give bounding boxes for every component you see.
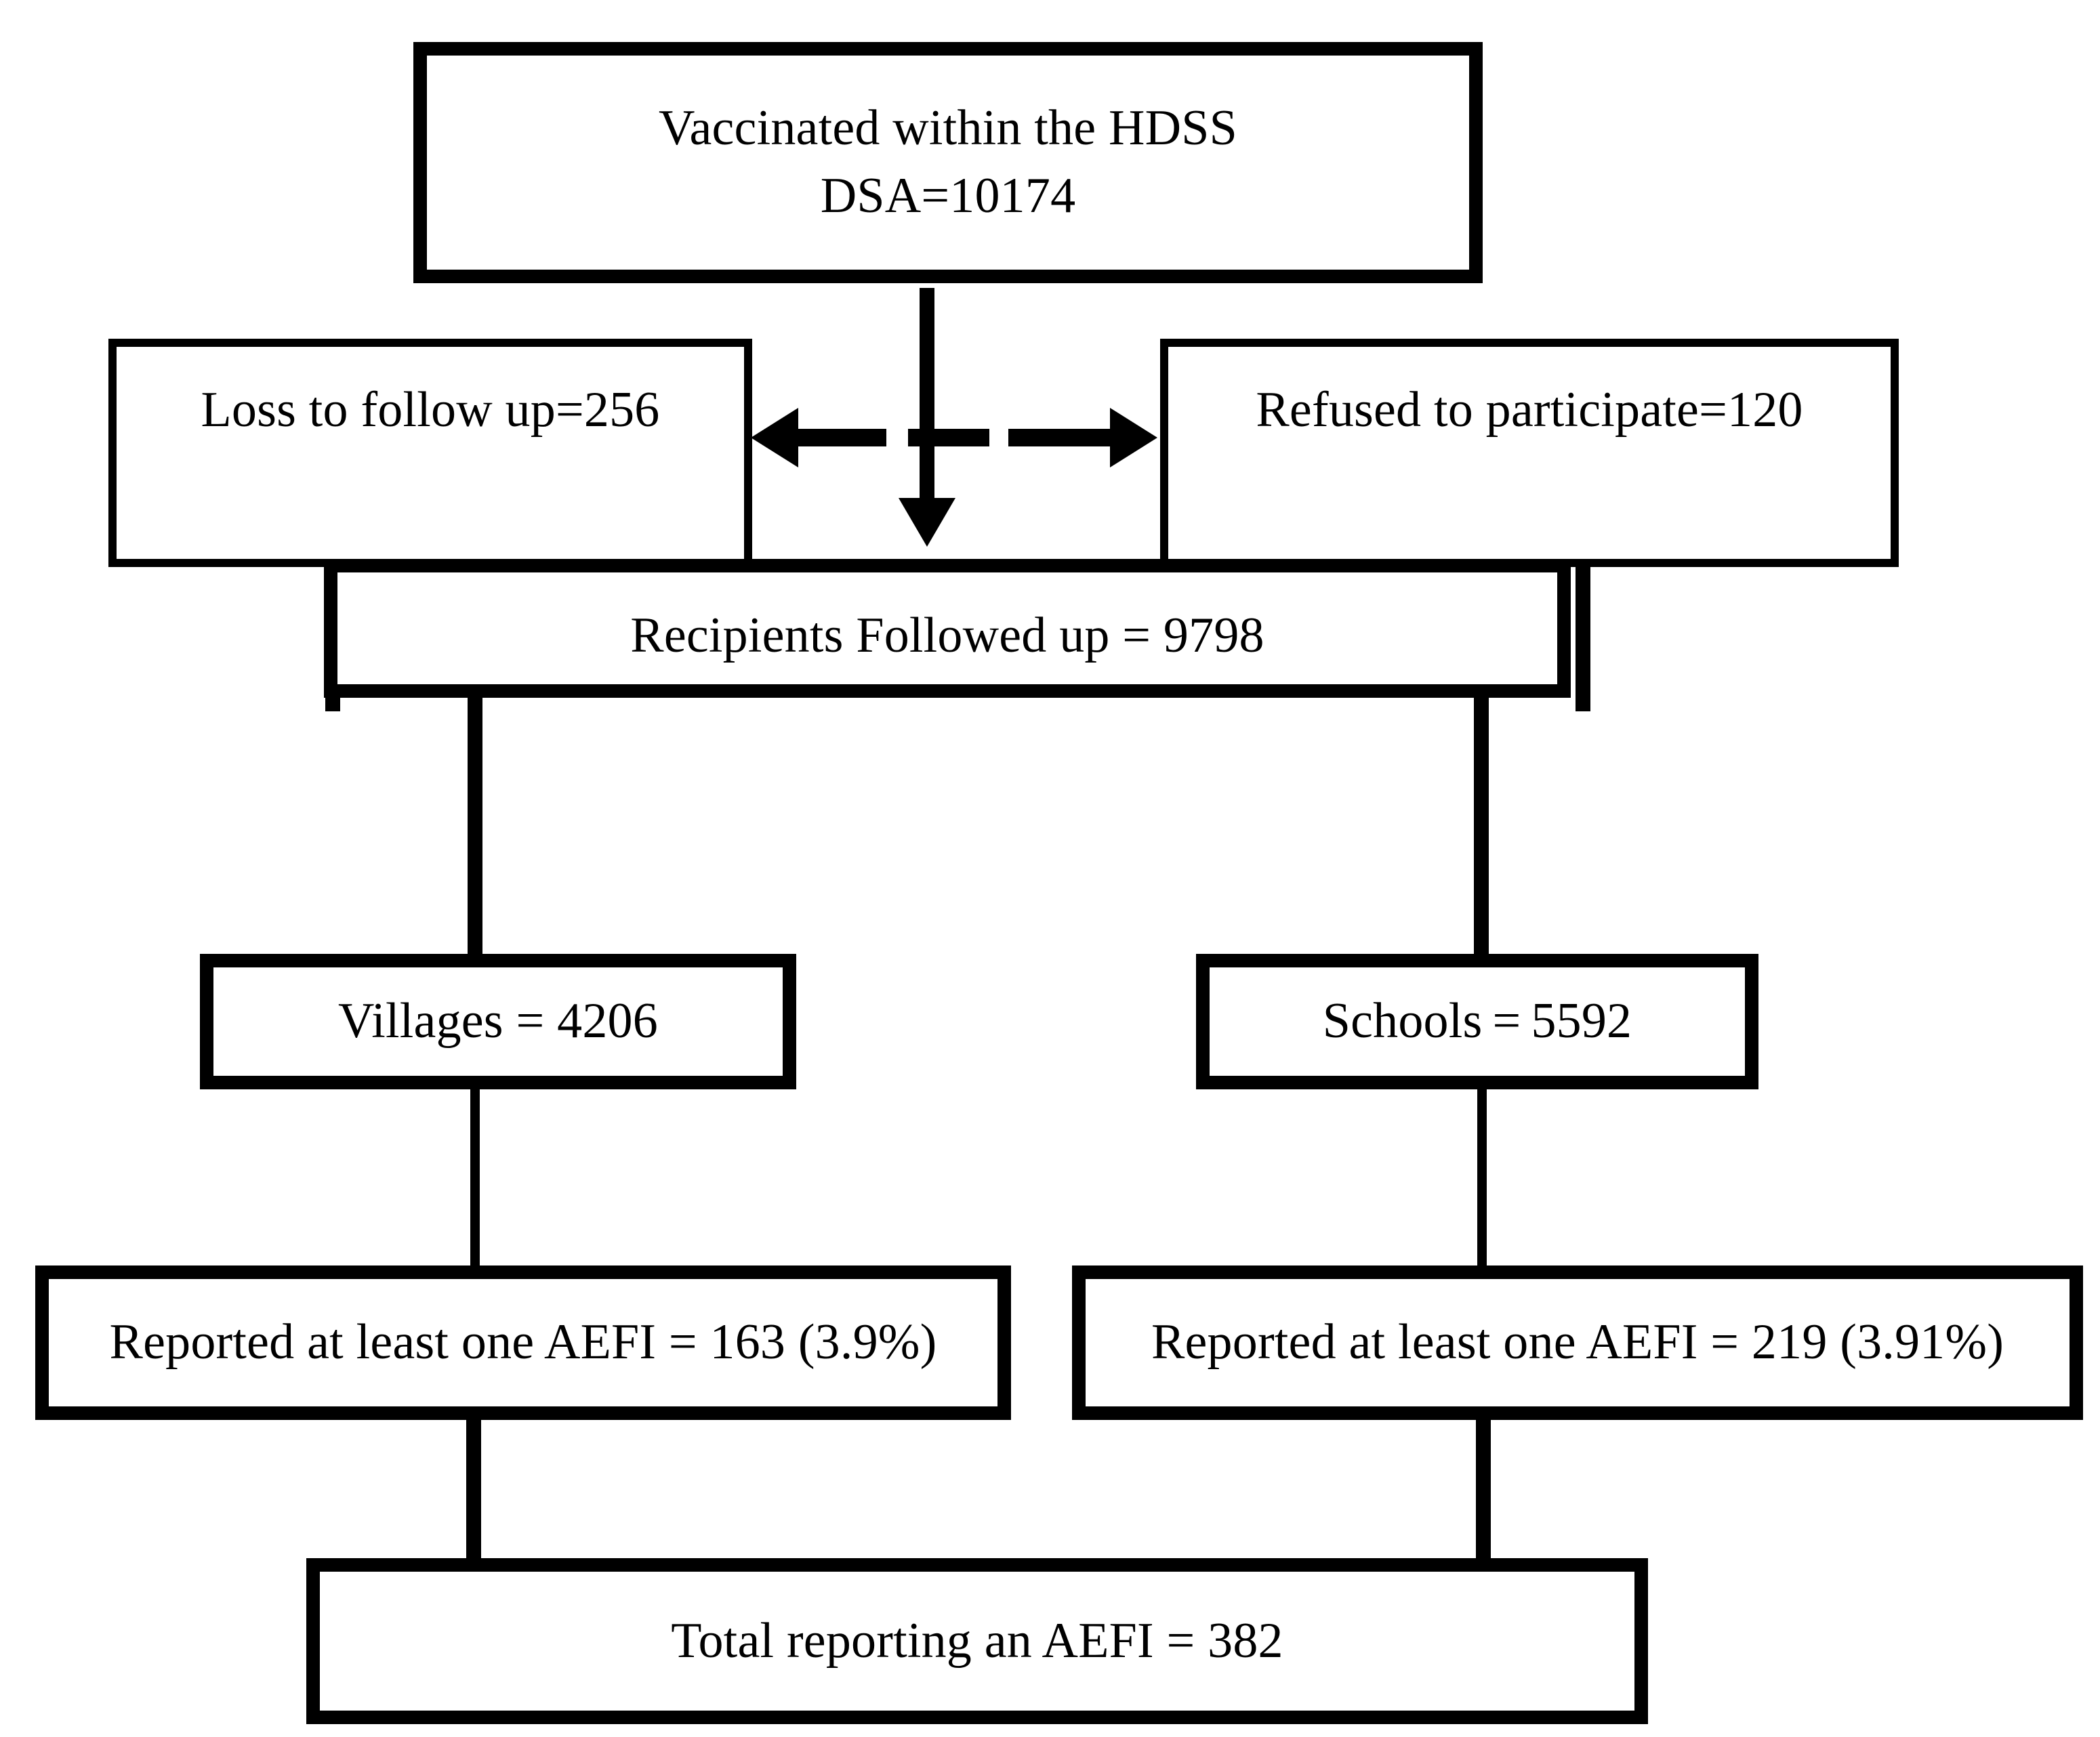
node-loss-to-follow-up[interactable]: Loss to follow up=256 [108,339,752,567]
connector-aefi-schools-to-total [1476,1382,1491,1565]
node-recipients-label: Recipients Followed up = 9798 [630,608,1264,663]
node-aefi-schools[interactable]: Reported at least one AEFI = 219 (3.91%) [1072,1265,2083,1420]
node-vaccinated-label: Vaccinated within the HDSS DSA=10174 [659,100,1237,224]
connector-recipients-to-villages [468,691,482,962]
node-aefi-villages[interactable]: Reported at least one AEFI = 163 (3.9%) [35,1265,1011,1420]
arrow-vaccinated-to-recipients-head [899,498,955,547]
dashed-arrow-head-left [751,408,798,467]
node-recipients-followed-up[interactable]: Recipients Followed up = 9798 [324,559,1571,698]
arrow-vaccinated-to-recipients-shaft [920,288,934,503]
node-refused-label: Refused to participate=120 [1256,382,1803,438]
node-aefi-villages-label: Reported at least one AEFI = 163 (3.9%) [109,1314,937,1370]
node-schools-label: Schools = 5592 [1322,993,1632,1049]
node-total-label: Total reporting an AEFI = 382 [671,1612,1283,1669]
connector-refused-to-recipients [1576,556,1590,711]
connector-aefi-villages-to-total [466,1382,481,1565]
connector-recipients-to-schools [1474,691,1489,962]
node-vaccinated-within-hdss[interactable]: Vaccinated within the HDSS DSA=10174 [413,42,1483,283]
node-loss-to-follow-up-label: Loss to follow up=256 [201,382,660,438]
dashed-arrow-head-right [1110,408,1157,467]
node-villages[interactable]: Villages = 4206 [200,954,796,1089]
dashed-arrow-segment-3 [1008,429,1110,446]
connector-villages-to-aefi [470,1084,480,1277]
node-aefi-schools-label: Reported at least one AEFI = 219 (3.91%) [1151,1314,2004,1370]
node-villages-label: Villages = 4206 [338,993,658,1049]
node-total-reporting-aefi[interactable]: Total reporting an AEFI = 382 [306,1558,1648,1724]
node-refused-to-participate[interactable]: Refused to participate=120 [1160,339,1899,567]
dashed-arrow-segment-1 [797,429,886,446]
connector-schools-to-aefi [1477,1084,1487,1277]
node-schools[interactable]: Schools = 5592 [1196,954,1758,1089]
